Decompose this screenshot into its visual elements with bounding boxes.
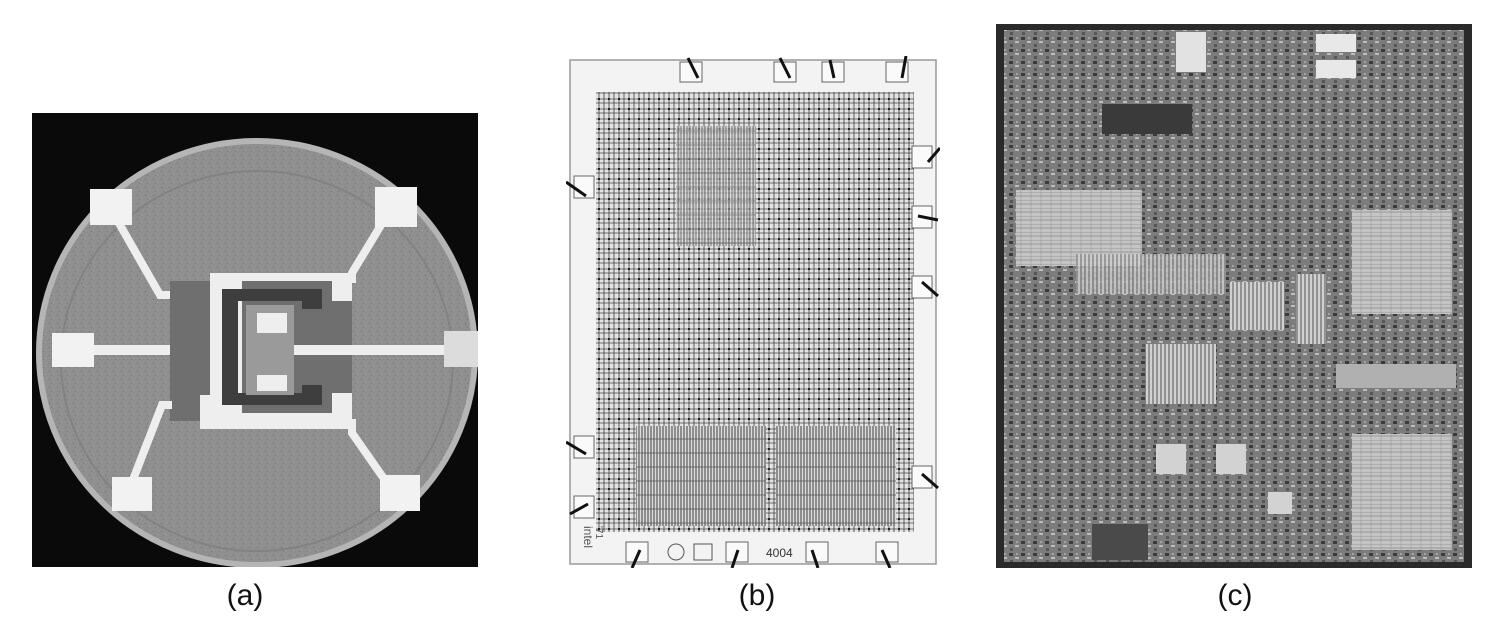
year-text: '71 bbox=[593, 526, 604, 539]
bond-pad bbox=[444, 331, 478, 367]
bond-pad bbox=[52, 333, 94, 367]
panel-c-image bbox=[996, 24, 1472, 568]
caption-a: (a) bbox=[226, 579, 264, 612]
panel-b-drawing: 4004 intel '71 bbox=[566, 56, 940, 568]
bond-pad bbox=[380, 475, 420, 511]
die-marking-text: 4004 bbox=[766, 546, 793, 560]
caption-b: (b) bbox=[738, 579, 776, 612]
cache-block bbox=[1016, 190, 1142, 266]
bond-pad bbox=[375, 187, 417, 227]
bond-pad bbox=[90, 189, 132, 225]
cache-block bbox=[1352, 434, 1452, 550]
caption-c: (c) bbox=[1217, 579, 1253, 612]
bond-pad bbox=[112, 477, 152, 511]
panel-a-drawing bbox=[32, 113, 478, 567]
panel-a-image bbox=[32, 113, 478, 567]
panel-b-image: 4004 intel '71 bbox=[566, 56, 940, 568]
panel-c-drawing bbox=[996, 24, 1472, 568]
cache-block bbox=[1352, 210, 1452, 314]
intel-logo-text: intel bbox=[581, 526, 595, 548]
